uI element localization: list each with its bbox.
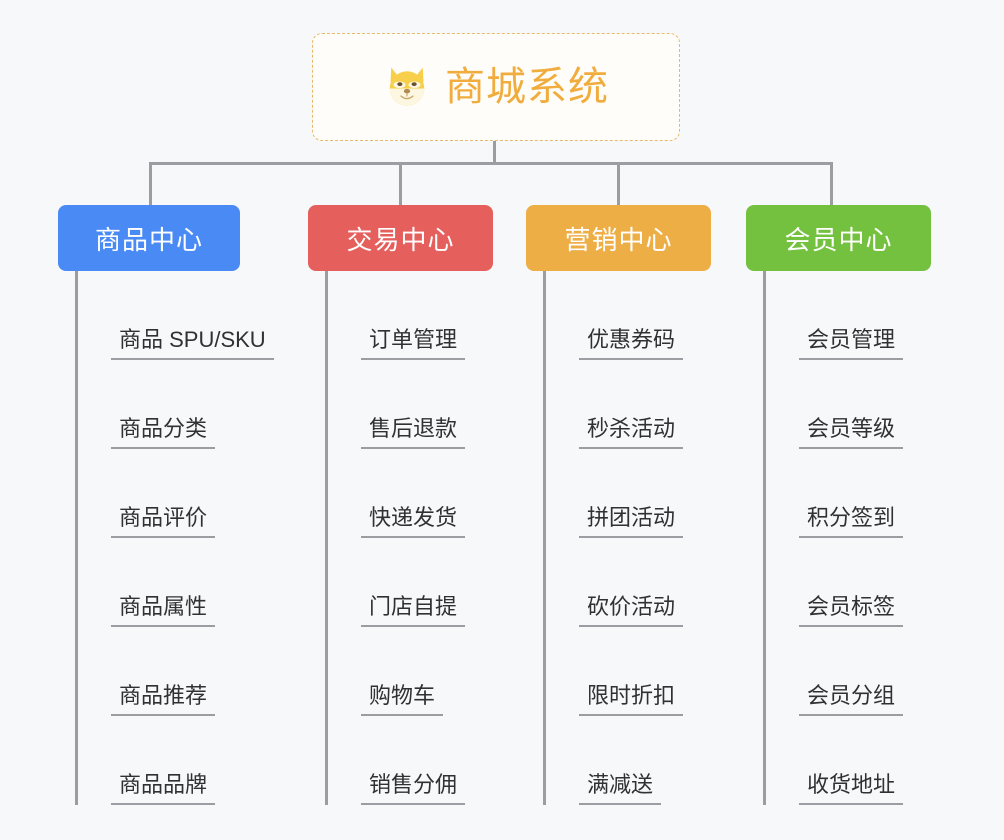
leaf-underline: 会员管理 (799, 326, 904, 360)
leaf-label: 会员标签 (807, 593, 896, 619)
leaf-underline: 收货地址 (799, 771, 904, 805)
leaf-underline: 售后退款 (361, 415, 466, 449)
branch-column: 营销中心优惠券码秒杀活动拼团活动砍价活动限时折扣满减送 (526, 205, 711, 805)
leaf-underline: 购物车 (361, 682, 444, 716)
leaf-item[interactable]: 优惠券码 (546, 271, 711, 360)
connector-drop-2 (399, 162, 402, 205)
leaf-item[interactable]: 售后退款 (328, 360, 493, 449)
leaf-underline: 商品推荐 (111, 682, 216, 716)
leaf-item[interactable]: 商品属性 (78, 538, 240, 627)
root-title: 商城系统 (445, 65, 609, 109)
leaf-item[interactable]: 购物车 (328, 627, 493, 716)
leaf-label: 快递发货 (369, 504, 458, 530)
leaf-item[interactable]: 限时折扣 (546, 627, 711, 716)
leaf-item[interactable]: 秒杀活动 (546, 360, 711, 449)
leaf-label: 商品 SPU/SKU (119, 326, 266, 352)
shiba-dog-icon (383, 63, 431, 111)
category-box[interactable]: 营销中心 (526, 205, 711, 271)
leaf-underline: 商品属性 (111, 593, 216, 627)
category-label: 营销中心 (564, 224, 673, 255)
leaf-label: 购物车 (369, 682, 436, 708)
leaf-item[interactable]: 商品 SPU/SKU (78, 271, 274, 360)
leaf-item[interactable]: 商品推荐 (78, 627, 240, 716)
leaf-underline: 砍价活动 (579, 593, 684, 627)
leaf-underline: 积分签到 (799, 504, 904, 538)
leaf-item[interactable]: 会员分组 (766, 627, 931, 716)
leaf-item[interactable]: 拼团活动 (546, 449, 711, 538)
leaf-label: 拼团活动 (587, 504, 676, 530)
leaf-label: 积分签到 (807, 504, 896, 530)
leaf-label: 优惠券码 (587, 326, 676, 352)
leaf-label: 限时折扣 (587, 682, 676, 708)
leaf-label: 满减送 (587, 771, 654, 797)
leaf-item[interactable]: 销售分佣 (328, 716, 493, 805)
connector-drop-4 (830, 162, 833, 205)
leaf-underline: 快递发货 (361, 504, 466, 538)
leaf-underline: 门店自提 (361, 593, 466, 627)
category-label: 交易中心 (346, 224, 455, 255)
connector-drop-3 (617, 162, 620, 205)
category-box[interactable]: 交易中心 (308, 205, 493, 271)
connector-horizontal-bar (149, 162, 832, 165)
leaf-item[interactable]: 商品分类 (78, 360, 240, 449)
leaf-label: 秒杀活动 (587, 415, 676, 441)
leaf-list: 商品 SPU/SKU 商品分类商品评价商品属性商品推荐商品品牌 (75, 271, 274, 805)
leaf-item[interactable]: 砍价活动 (546, 538, 711, 627)
leaf-item[interactable]: 会员标签 (766, 538, 931, 627)
leaf-label: 会员等级 (807, 415, 896, 441)
branch-column: 会员中心会员管理会员等级积分签到会员标签会员分组收货地址 (746, 205, 931, 805)
leaf-underline: 会员等级 (799, 415, 904, 449)
connector-root-stem (493, 141, 496, 164)
leaf-item[interactable]: 积分签到 (766, 449, 931, 538)
leaf-label: 砍价活动 (587, 593, 676, 619)
leaf-label: 门店自提 (369, 593, 458, 619)
leaf-item[interactable]: 订单管理 (328, 271, 493, 360)
leaf-label: 售后退款 (369, 415, 458, 441)
leaf-underline: 会员分组 (799, 682, 904, 716)
leaf-label: 商品属性 (119, 593, 208, 619)
leaf-underline: 商品品牌 (111, 771, 216, 805)
branch-column: 商品中心商品 SPU/SKU 商品分类商品评价商品属性商品推荐商品品牌 (58, 205, 274, 805)
leaf-label: 订单管理 (369, 326, 458, 352)
leaf-underline: 订单管理 (361, 326, 466, 360)
leaf-item[interactable]: 会员管理 (766, 271, 931, 360)
leaf-item[interactable]: 收货地址 (766, 716, 931, 805)
leaf-item[interactable]: 商品品牌 (78, 716, 240, 805)
leaf-underline: 优惠券码 (579, 326, 684, 360)
leaf-list: 会员管理会员等级积分签到会员标签会员分组收货地址 (763, 271, 931, 805)
leaf-item[interactable]: 商品评价 (78, 449, 240, 538)
leaf-label: 会员分组 (807, 682, 896, 708)
leaf-underline: 拼团活动 (579, 504, 684, 538)
leaf-item[interactable]: 会员等级 (766, 360, 931, 449)
leaf-label: 会员管理 (807, 326, 896, 352)
connector-drop-1 (149, 162, 152, 205)
leaf-label: 商品品牌 (119, 771, 208, 797)
leaf-list: 优惠券码秒杀活动拼团活动砍价活动限时折扣满减送 (543, 271, 711, 805)
category-box[interactable]: 会员中心 (746, 205, 931, 271)
leaf-label: 销售分佣 (369, 771, 458, 797)
leaf-item[interactable]: 快递发货 (328, 449, 493, 538)
leaf-list: 订单管理售后退款快递发货门店自提购物车销售分佣 (325, 271, 493, 805)
category-label: 会员中心 (784, 224, 893, 255)
leaf-label: 收货地址 (807, 771, 896, 797)
leaf-underline: 秒杀活动 (579, 415, 684, 449)
leaf-underline: 商品评价 (111, 504, 216, 538)
leaf-item[interactable]: 满减送 (546, 716, 711, 805)
leaf-label: 商品分类 (119, 415, 208, 441)
root-node[interactable]: 商城系统 (312, 33, 680, 141)
leaf-item[interactable]: 门店自提 (328, 538, 493, 627)
leaf-label: 商品评价 (119, 504, 208, 530)
leaf-underline: 商品分类 (111, 415, 216, 449)
category-box[interactable]: 商品中心 (58, 205, 240, 271)
leaf-underline: 销售分佣 (361, 771, 466, 805)
leaf-underline: 限时折扣 (579, 682, 684, 716)
leaf-underline: 满减送 (579, 771, 662, 805)
leaf-label: 商品推荐 (119, 682, 208, 708)
category-label: 商品中心 (94, 224, 203, 255)
leaf-underline: 会员标签 (799, 593, 904, 627)
leaf-underline: 商品 SPU/SKU (111, 326, 274, 360)
branch-column: 交易中心订单管理售后退款快递发货门店自提购物车销售分佣 (308, 205, 493, 805)
